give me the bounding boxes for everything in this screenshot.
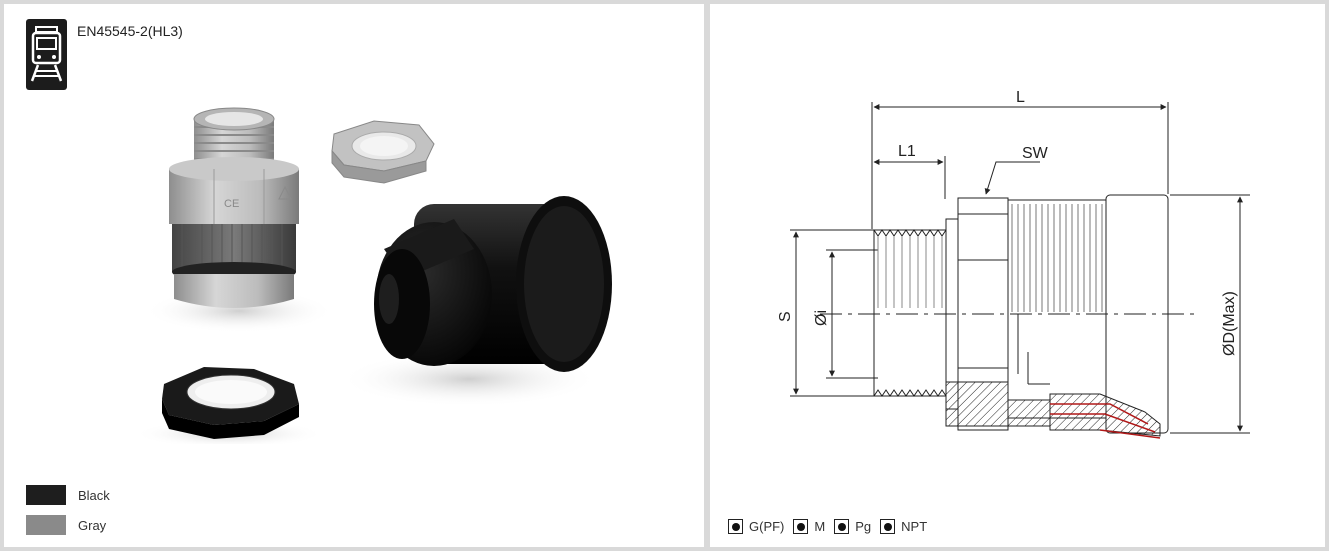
color-swatch	[26, 485, 66, 505]
dim-od-label: ØD(Max)	[1221, 291, 1238, 356]
cable-gland-photo: CE	[134, 107, 612, 444]
thread-option-m: M	[793, 519, 825, 534]
thread-option-pg: Pg	[834, 519, 871, 534]
svg-text:CE: CE	[224, 198, 239, 210]
dim-oi-label: Øi	[813, 310, 830, 326]
standard-label: EN45545-2(HL3)	[77, 23, 183, 39]
filled-dot-icon	[728, 519, 743, 534]
dim-sw-label: SW	[1022, 145, 1049, 162]
product-photo-panel: EN45545-2(HL3)	[4, 4, 704, 547]
thread-option-gpf: G(PF)	[728, 519, 784, 534]
color-label: Black	[78, 487, 110, 503]
dim-l-label: L	[1016, 89, 1025, 106]
color-label: Gray	[78, 517, 107, 533]
filled-dot-icon	[793, 519, 809, 534]
dim-s-label: S	[777, 311, 794, 322]
technical-drawing-panel: L L1 SW S Øi ØD(Max) G(PF) M Pg NPT	[710, 4, 1325, 547]
train-icon	[26, 19, 67, 90]
thread-label: M	[814, 519, 826, 534]
dim-l1-label: L1	[898, 143, 916, 160]
thread-label: G(PF)	[749, 519, 785, 534]
thread-type-legend: G(PF) M Pg NPT	[728, 519, 936, 534]
thread-label: NPT	[901, 519, 928, 534]
thread-label: Pg	[855, 519, 872, 534]
color-option-black: Black	[26, 485, 110, 505]
filled-dot-icon	[834, 519, 850, 534]
color-option-gray: Gray	[26, 515, 106, 535]
dimension-drawing: L L1 SW S Øi ØD(Max)	[777, 89, 1250, 439]
color-swatch	[26, 515, 66, 535]
filled-dot-icon	[880, 519, 896, 534]
thread-option-npt: NPT	[880, 519, 927, 534]
